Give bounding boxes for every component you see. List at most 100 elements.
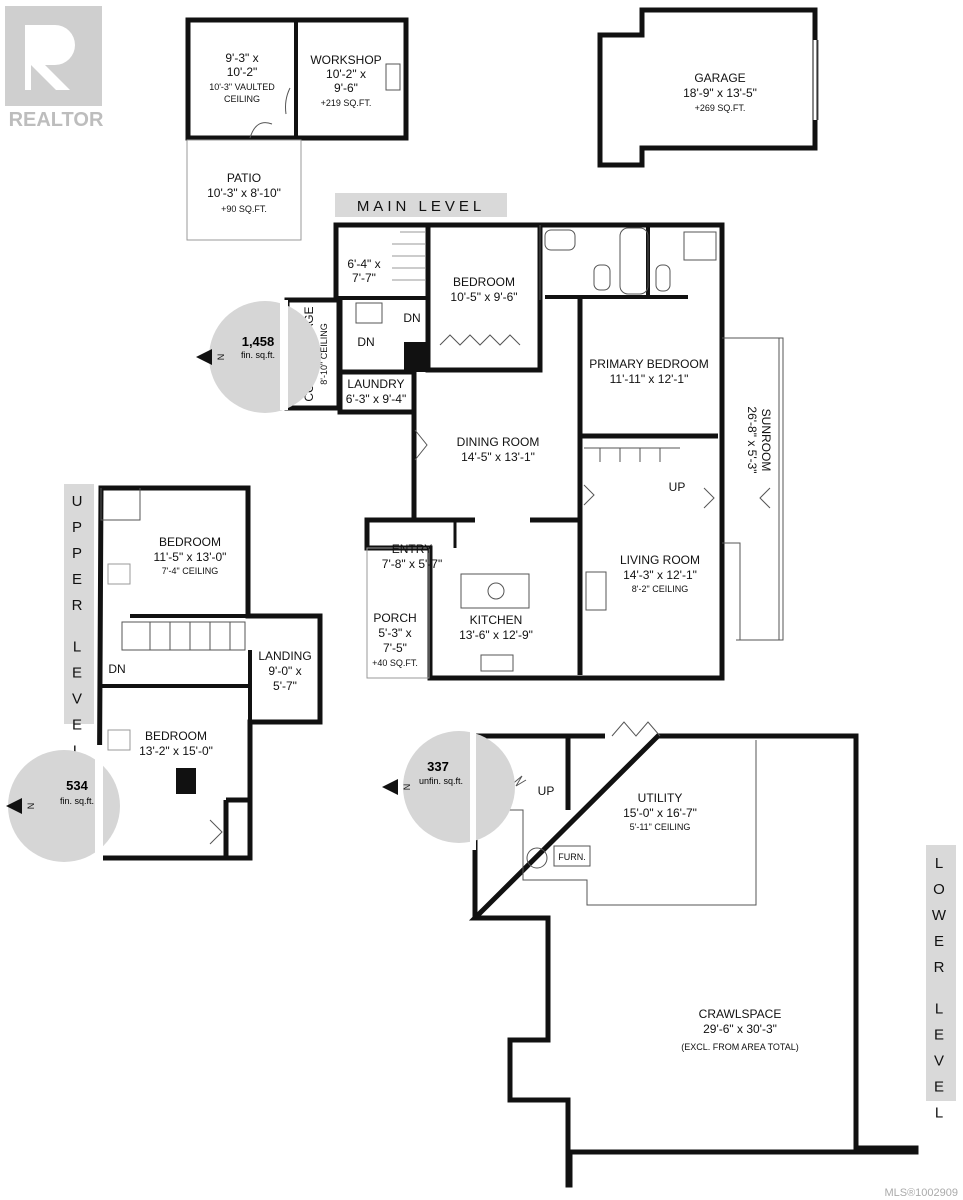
upper-level-title-letter: U [72,493,87,510]
stair-down-label: DN [403,311,420,325]
living-room-ceiling: 8'-2" CEILING [632,584,688,594]
patio-label: PATIO [227,171,261,185]
main-bedroom-label: BEDROOM [453,275,515,289]
porch-label: PORCH [373,611,416,625]
svg-text:N: N [402,784,412,791]
crawlspace-note: (EXCL. FROM AREA TOTAL) [681,1042,799,1052]
primary-bedroom-dims: 11'-11" x 12'-1" [610,372,689,386]
garage-dims: 18'-9" x 13'-5" [683,86,757,100]
landing-dims: 9'-0" x [268,664,301,678]
porch-area: +40 SQ.FT. [372,658,418,668]
sunroom-label: SUNROOM [759,409,773,472]
main-area-badge: N 1,458 fin. sq.ft. [196,300,321,413]
main-area-value: 1,458 [242,334,275,349]
garage-label: GARAGE [694,71,745,85]
upper-bedroom-2-label: BEDROOM [145,729,207,743]
patio-area: +90 SQ.FT. [221,204,267,214]
kitchen-dims: 13'-6" x 12'-9" [459,628,533,642]
sunroom-dims: 26'-8" x 5'-3" [745,406,759,473]
living-room-dims: 14'-3" x 12'-1" [623,568,697,582]
main-fixtures [355,227,771,672]
lower-level-title-letter: W [932,907,950,924]
upper-level-title-letter: R [72,597,87,614]
main-bedroom-dims: 10'-5" x 9'-6" [450,290,517,304]
upper-level-title-letter: E [72,571,86,588]
upper-area-unit: fin. sq.ft. [60,796,94,806]
workshop-label: WORKSHOP [310,53,381,67]
dining-room-dims: 14'-5" x 13'-1" [461,450,535,464]
lower-level-title-letter: E [934,1027,948,1044]
main-area-unit: fin. sq.ft. [241,350,275,360]
mls-number: MLS®1002909 [884,1187,958,1199]
realtor-text: REALTOR [9,109,104,131]
upper-bedroom-1-dims: 11'-5" x 13'-0" [154,550,227,564]
lower-area-badge: N 337 unfin. sq.ft. [382,730,515,850]
svg-text:N: N [26,803,36,810]
lower-level-title-letter: E [934,933,948,950]
furnace-label: FURN. [558,852,586,862]
upper-level-title-letter: E [72,665,86,682]
realtor-logo: REALTOR [5,6,104,131]
porch-outline [366,547,430,679]
living-room-label: LIVING ROOM [620,553,700,567]
crawlspace-label: CRAWLSPACE [699,1007,782,1021]
upper-level-title-letter: L [73,639,85,656]
entry-label: ENTRY [392,542,432,556]
lower-level-title-letter: L [935,855,947,872]
laundry-label: LAUNDRY [347,377,404,391]
workshop-dims: 10'-2" x [326,67,366,81]
shed-ceiling: 10'-3" VAULTED [209,82,275,92]
upper-bedroom-1-label: BEDROOM [159,535,221,549]
upper-level-title-letter: L [73,743,85,760]
lower-area-value: 337 [427,759,449,774]
north-arrow-icon [382,779,398,795]
upper-area-badge: N 534 fin. sq.ft. [6,745,120,865]
utility-dims: 15'-0" x 16'-7" [623,806,697,820]
entry-dims: 7'-8" x 5'-7" [382,557,442,571]
cold-storage-ceiling: 8'-10" CEILING [319,323,329,384]
sunroom-outline [722,337,784,641]
lower-level-title-letter: L [935,1001,947,1018]
north-arrow-icon [196,349,212,365]
lower-level-title-letter: O [933,881,949,898]
stair-up-label: UP [669,480,686,494]
porch-dims: 5'-3" x [378,626,411,640]
lower-level-title-letter: E [934,1079,948,1096]
main-level-title: MAIN LEVEL [357,198,485,215]
laundry-stair-down-label: DN [357,335,374,349]
lower-level-title-letter: R [934,959,949,976]
primary-bedroom-label: PRIMARY BEDROOM [589,357,709,371]
upper-level-title-letter: P [72,545,86,562]
laundry-dims: 6'-3" x 9'-4" [346,392,406,406]
lower-level-banner [926,845,956,1101]
upper-level-title-letter: V [72,691,86,708]
upper-bedroom-1-ceiling: 7'-4" CEILING [162,566,218,576]
patio-dims: 10'-3" x 8'-10" [207,186,281,200]
outbuilding-shed-workshop [185,17,409,141]
upper-area-value: 534 [66,778,88,793]
lower-area-unit: unfin. sq.ft. [419,776,463,786]
shed-ceiling-2: CEILING [224,94,260,104]
porch-dims-2: 7'-5" [383,641,407,655]
upper-level-walls [96,485,323,861]
shed-dims-2: 10'-2" [227,65,258,79]
landing-label: LANDING [258,649,311,663]
utility-label: UTILITY [638,791,683,805]
lower-stair-up-label: UP [538,784,555,798]
north-arrow-icon [6,798,22,814]
svg-text:N: N [216,354,226,361]
crawlspace-dims: 29'-6" x 30'-3" [703,1022,777,1036]
dining-room-label: DINING ROOM [457,435,540,449]
upper-level-banner [64,484,94,724]
closet-dims-2: 7'-7" [352,271,376,285]
landing-dims-2: 5'-7" [273,679,297,693]
closet-dims: 6'-4" x [347,257,380,271]
lower-level-title-letter: V [934,1053,948,1070]
upper-bedroom-2-dims: 13'-2" x 15'-0" [139,744,213,758]
main-level-banner [335,193,507,217]
upper-level-title-letter: E [72,717,86,734]
utility-ceiling: 5'-11" CEILING [630,822,691,832]
kitchen-label: KITCHEN [470,613,523,627]
